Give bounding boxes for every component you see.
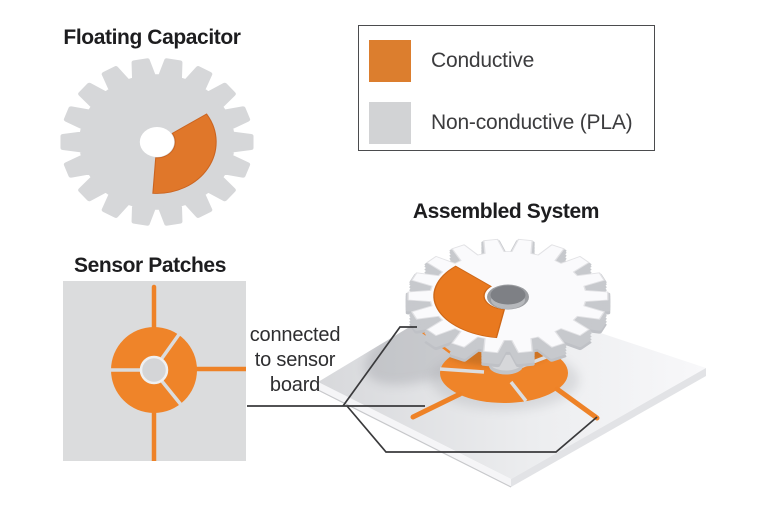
legend-box: Conductive Non-conductive (PLA) (358, 25, 655, 151)
connected-annotation: connected to sensor board (205, 323, 385, 398)
sensor-center-hole (139, 355, 169, 385)
conductive-swatch (369, 40, 411, 82)
sensor-patches-title: Sensor Patches (74, 254, 226, 277)
board-trace-lower-left (410, 391, 463, 420)
annotation-line-2: to sensor (254, 349, 336, 371)
gear-3d-conductive-wedge (433, 265, 506, 339)
nonconductive-label: Non-conductive (PLA) (431, 111, 633, 134)
assembled-system-title: Assembled System (412, 200, 600, 223)
conductive-label: Conductive (431, 49, 535, 72)
nonconductive-swatch (369, 102, 411, 144)
sensor-board-edge-right (511, 368, 706, 487)
floating-capacitor-gear (60, 58, 254, 226)
sensor-divider-upper-right (158, 331, 182, 363)
assembled-system (317, 238, 706, 488)
leader-line-to-gear-trace (342, 326, 417, 407)
leader-lines (247, 326, 598, 453)
sensor-patch-panel (63, 281, 246, 461)
board-trace-right (554, 386, 600, 421)
annotation-line-1: connected (249, 324, 341, 346)
sensor-board-edge-left (318, 382, 511, 487)
gear-2d-conductive-wedge (152, 113, 217, 194)
sensor-divider-lower-right (159, 378, 184, 408)
assembled-gear-hole (487, 284, 529, 310)
leader-line-to-right-trace (346, 405, 598, 453)
patch-divider-lower-right (509, 380, 528, 403)
legend-row-nonconductive: Non-conductive (PLA) (369, 102, 654, 144)
patch-divider-left (439, 367, 485, 374)
legend-row-conductive: Conductive (369, 40, 654, 82)
floating-capacitor-title: Floating Capacitor (63, 26, 241, 49)
gear-2d-center-hole (139, 127, 175, 157)
annotation-line-3: board (269, 374, 321, 396)
